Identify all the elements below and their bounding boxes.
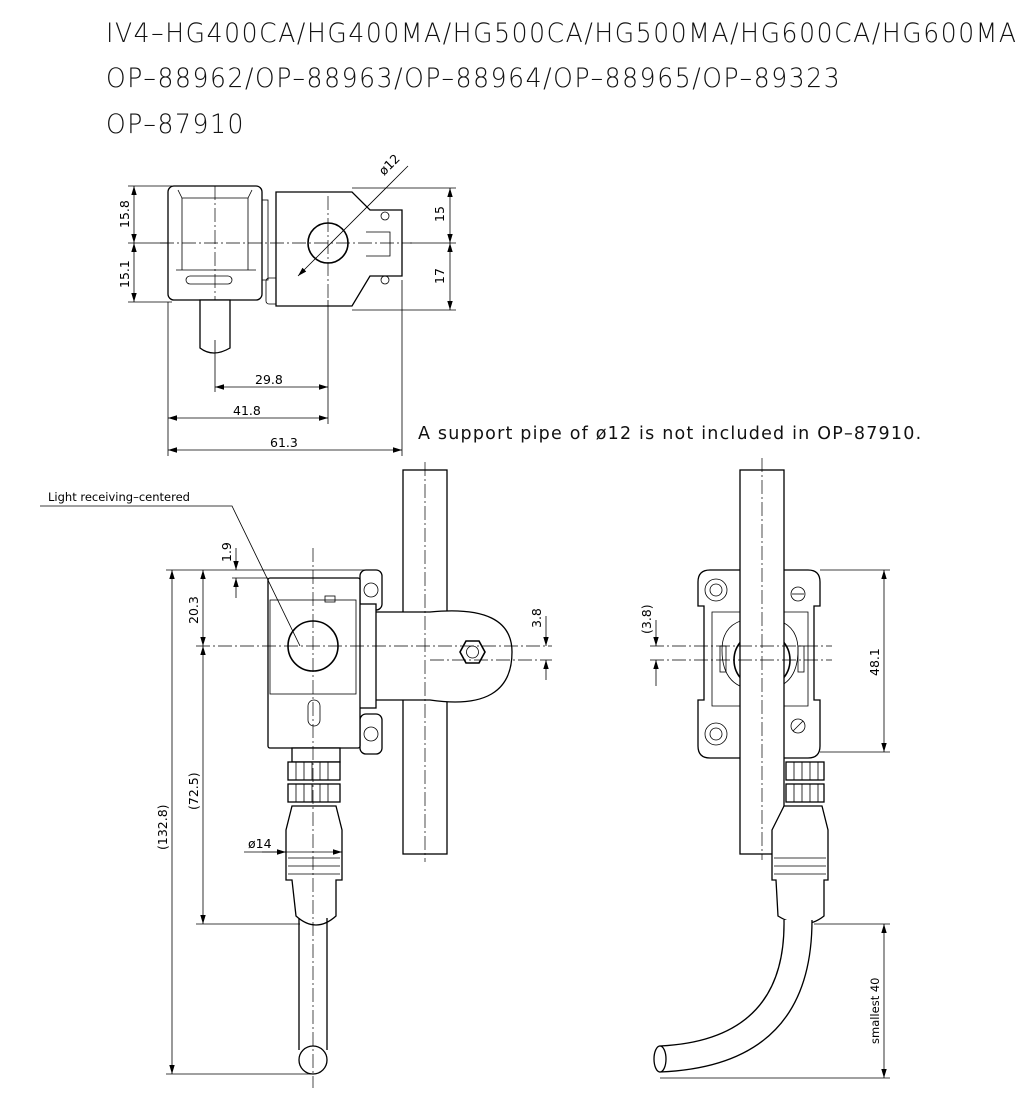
side-cable xyxy=(659,919,813,1073)
front-leader-line xyxy=(40,505,301,647)
front-dim-72-5: (72.5) xyxy=(186,772,201,810)
side-plug-rings xyxy=(774,857,826,875)
top-dim-17: 17 xyxy=(432,268,447,284)
front-dim-14: ø14 xyxy=(248,836,272,851)
support-pipe-note: A support pipe of ø12 is not included in… xyxy=(418,424,923,444)
top-plate xyxy=(261,199,269,281)
front-connector-nut-1 xyxy=(287,761,341,781)
front-connector-base xyxy=(291,747,341,763)
top-dim-61-3: 61.3 xyxy=(270,435,298,450)
side-dim-smallest-40: smallest 40 xyxy=(868,978,882,1045)
front-connector-knurl xyxy=(295,762,329,802)
top-diameter-leader xyxy=(297,165,409,277)
top-cable-stub xyxy=(199,299,231,354)
side-cable-plug xyxy=(771,805,829,925)
top-dim-29-8: 29.8 xyxy=(255,372,283,387)
top-dim-15: 15 xyxy=(432,206,447,222)
side-mount-hole-tl-outer xyxy=(704,578,728,602)
front-connector-nut-2 xyxy=(287,783,341,803)
option-list-line: OP–88962/OP–88963/OP–88964/OP–88965/OP–8… xyxy=(106,62,842,94)
top-clamp-body xyxy=(275,191,403,307)
top-clamp-screw-2 xyxy=(380,275,390,285)
side-connector-knurl xyxy=(793,762,819,802)
front-light-receiving-label: Light receiving–centered xyxy=(48,490,190,504)
side-screw-bottom xyxy=(790,718,806,734)
model-list-line: IV4–HG400CA/HG400MA/HG500CA/HG500MA/HG60… xyxy=(106,17,1018,49)
top-pipe-diameter-label: ø12 xyxy=(376,151,403,178)
front-ear-hole-top xyxy=(363,582,379,598)
side-dim-48-1: 48.1 xyxy=(867,648,882,676)
side-view: (3.8) 48.1 smallest 40 xyxy=(639,458,890,1079)
top-view: ø12 15.8 15.1 15 17 29.8 41.8 61.3 xyxy=(117,151,456,456)
front-cable xyxy=(298,918,328,1050)
top-sensor-detail xyxy=(176,198,256,271)
side-mount-hole-tl xyxy=(709,583,723,597)
top-sensor-slot xyxy=(185,275,233,285)
top-dim-41-8: 41.8 xyxy=(233,403,261,418)
front-plug-rings xyxy=(288,857,340,875)
front-view: Light receiving–centered 1.9 20.3 (72.5)… xyxy=(40,462,552,1088)
front-dim-1-9: 1.9 xyxy=(219,542,234,562)
front-dim-20-3: 20.3 xyxy=(186,596,201,624)
top-dim-15-1: 15.1 xyxy=(117,260,132,288)
front-cable-plug xyxy=(285,805,343,926)
front-sensor-body xyxy=(267,577,361,749)
front-hex-nut xyxy=(459,640,486,664)
side-mount-hole-bl xyxy=(709,727,723,741)
side-screw-top xyxy=(790,586,806,602)
front-indicator-slot xyxy=(307,699,321,727)
side-mount-hole-bl-outer xyxy=(704,722,728,746)
side-cable-end xyxy=(653,1045,667,1073)
bracket-part-line: OP–87910 xyxy=(106,108,246,140)
top-clamp-screw-1 xyxy=(380,211,390,221)
side-screw-bottom-slot xyxy=(792,720,804,732)
front-bracket-arm xyxy=(371,610,513,703)
top-dim-15-8: 15.8 xyxy=(117,200,132,228)
front-dim-3-8: 3.8 xyxy=(529,608,544,628)
front-ear-hole-bottom xyxy=(363,726,379,742)
front-dim-132-8: (132.8) xyxy=(155,804,170,850)
front-bracket-ear-bottom xyxy=(359,713,383,755)
top-clamp-slot xyxy=(366,231,391,257)
side-dim-3-8: (3.8) xyxy=(639,604,654,634)
front-top-tab xyxy=(324,595,336,603)
side-connector-nut-1 xyxy=(785,761,825,781)
side-connector-nut-2 xyxy=(785,783,825,803)
